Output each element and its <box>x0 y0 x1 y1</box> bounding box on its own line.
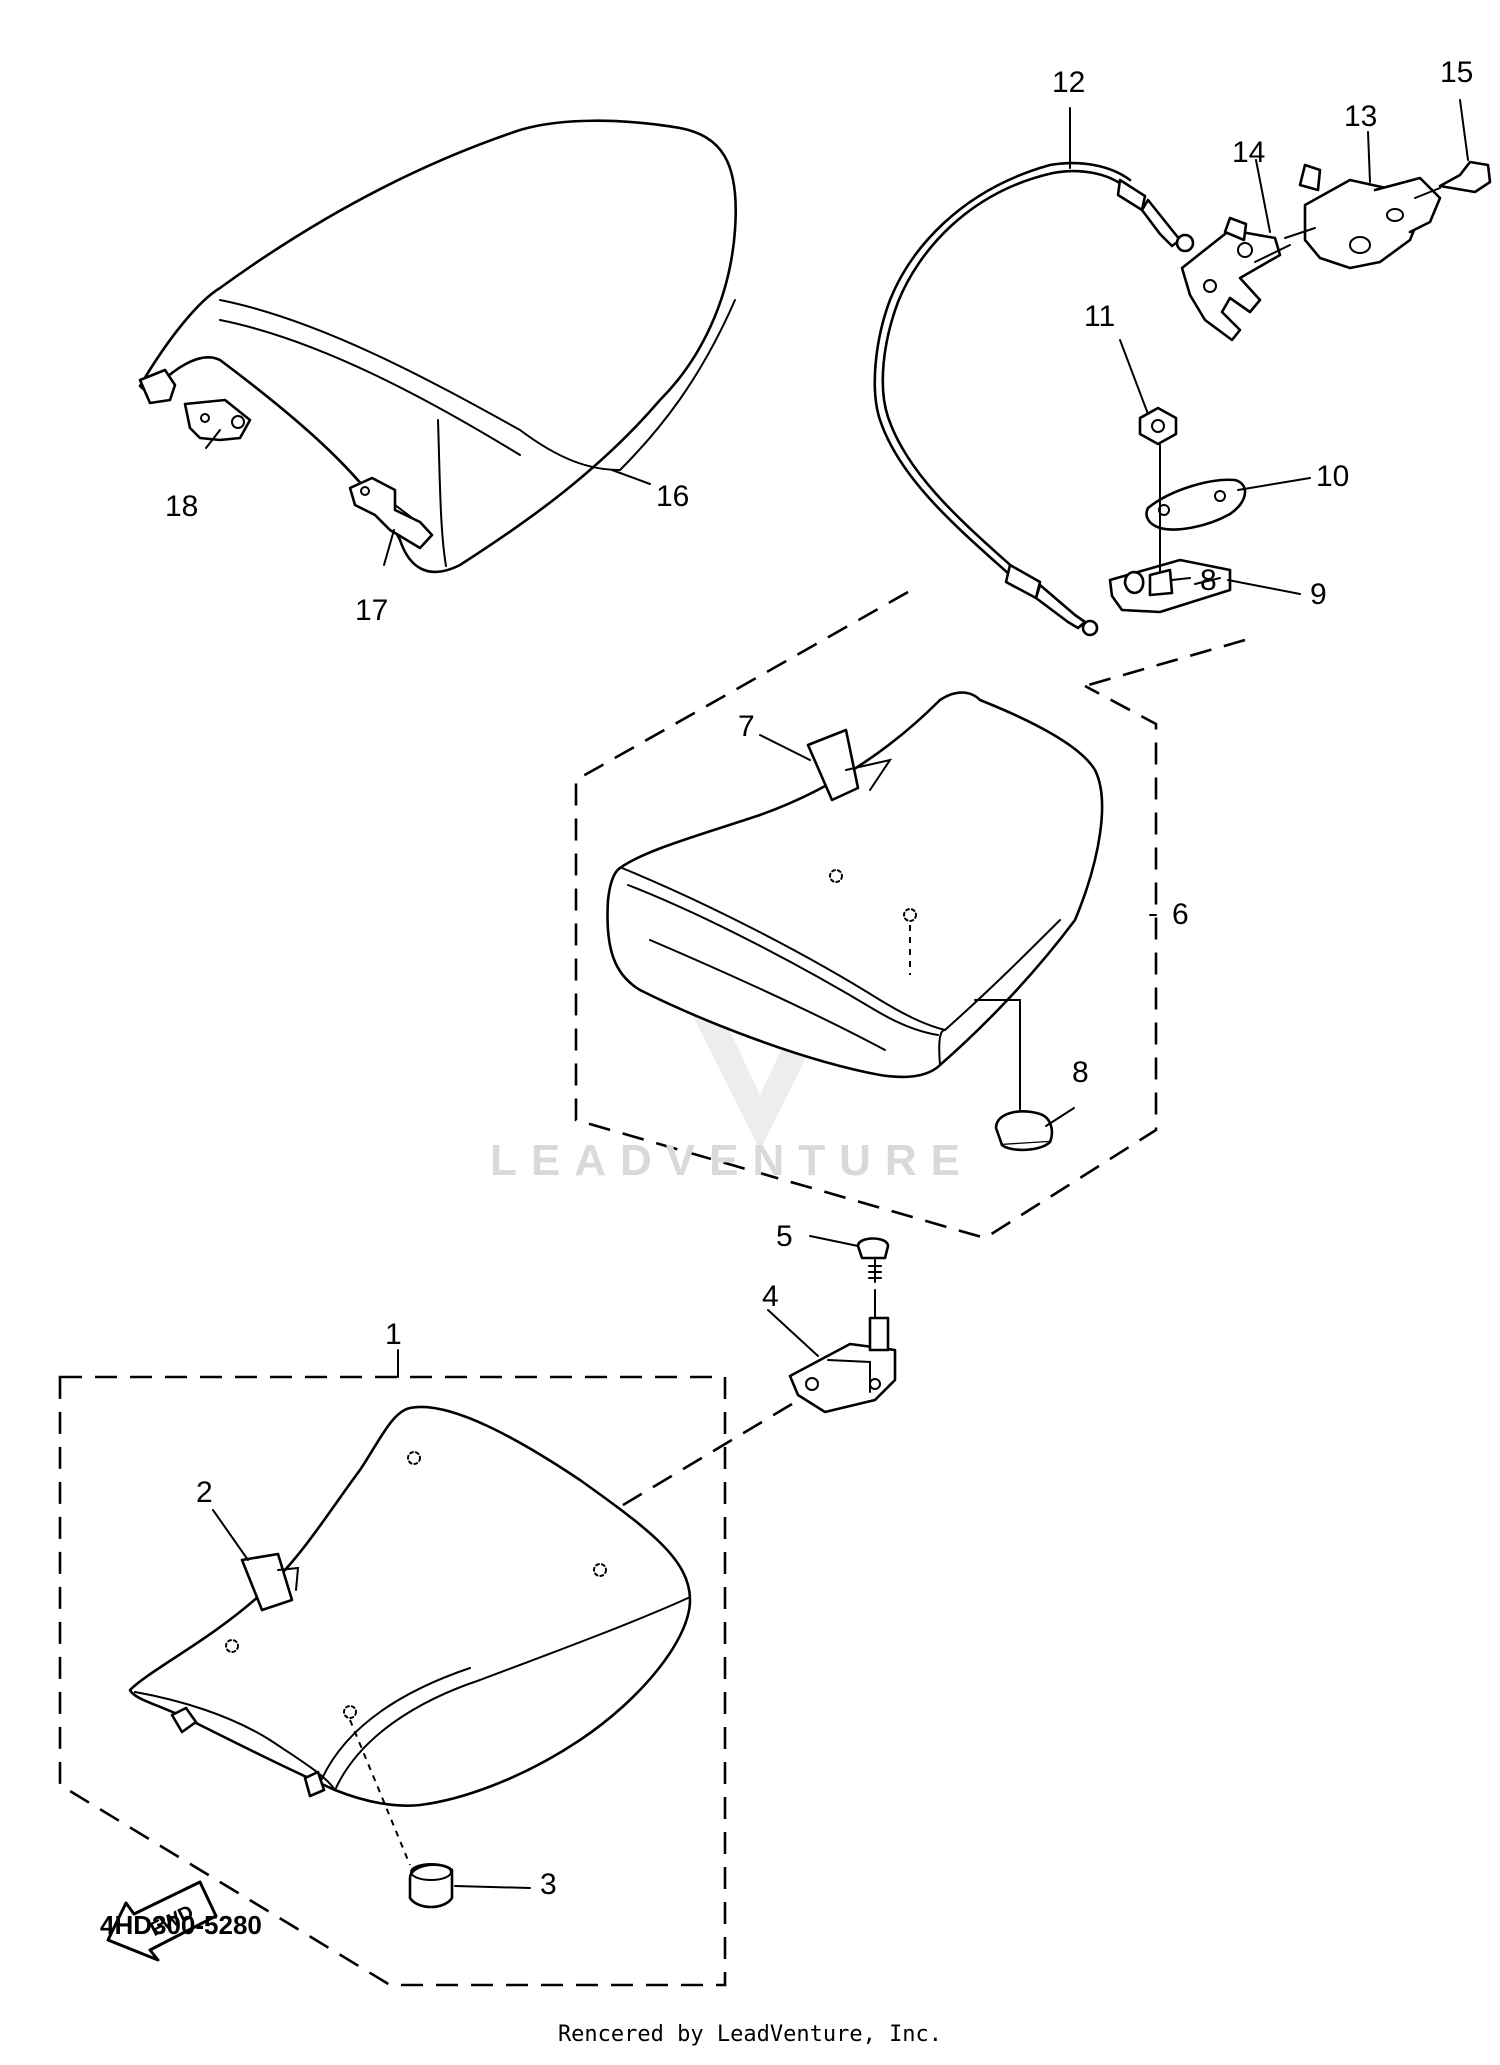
part-5-bolt <box>856 1237 890 1283</box>
part-7-tab <box>806 728 893 802</box>
fwd-arrow-icon: FWD <box>106 1880 218 1962</box>
part-10-plate <box>1145 478 1247 531</box>
part-16-rear-seat-cowl <box>138 119 738 574</box>
leader-6 <box>1084 638 1246 688</box>
leader-lines <box>205 99 1469 1889</box>
callout-8-upper: 8 <box>1200 564 1217 597</box>
part-1-assembly-boundary <box>58 1375 727 1987</box>
callout-11: 11 <box>1084 300 1116 333</box>
callout-3: 3 <box>540 1868 557 1901</box>
part-12-seat-lock-cable <box>873 161 1195 637</box>
render-credit: Rencered by LeadVenture, Inc. <box>557 2022 943 2047</box>
leader-4 <box>617 1402 793 1510</box>
part-3-damper <box>408 1863 454 1909</box>
callout-6: 6 <box>1172 898 1189 931</box>
part-2-tab <box>240 1552 300 1612</box>
part-1-rider-seat <box>128 1405 692 1866</box>
callout-9: 9 <box>1310 578 1327 611</box>
callout-15: 15 <box>1440 56 1474 89</box>
part-14-lock-bracket <box>1180 216 1282 342</box>
part-11-nut <box>1138 406 1178 446</box>
callout-1: 1 <box>385 1318 402 1351</box>
callout-14: 14 <box>1232 136 1266 169</box>
callout-5: 5 <box>776 1220 793 1253</box>
part-8-damper <box>974 999 1054 1152</box>
callout-10: 10 <box>1316 460 1350 493</box>
callout-8-lower: 8 <box>1072 1056 1089 1089</box>
callout-2: 2 <box>196 1476 213 1509</box>
callout-18: 18 <box>165 490 199 523</box>
part-13-lock-assembly <box>1254 163 1442 270</box>
diagram-code: 4HD300-5280 <box>100 1910 262 1940</box>
callout-4: 4 <box>762 1280 779 1313</box>
callout-16: 16 <box>656 480 690 513</box>
part-18-bracket <box>183 398 252 442</box>
callout-13: 13 <box>1344 100 1378 133</box>
part-6-assembly-boundary <box>574 590 1158 1240</box>
watermark-text: LEADVENTURE <box>490 1136 975 1185</box>
part-9-seat-lock-base <box>1108 444 1232 614</box>
part-6-front-seat <box>606 691 1104 1079</box>
callout-17: 17 <box>355 594 389 627</box>
part-4-hinge-bracket <box>788 1289 897 1414</box>
part-17-bracket <box>348 476 434 550</box>
part-15-bolt <box>1414 160 1492 199</box>
callout-12: 12 <box>1052 66 1086 99</box>
callout-7: 7 <box>738 710 755 743</box>
